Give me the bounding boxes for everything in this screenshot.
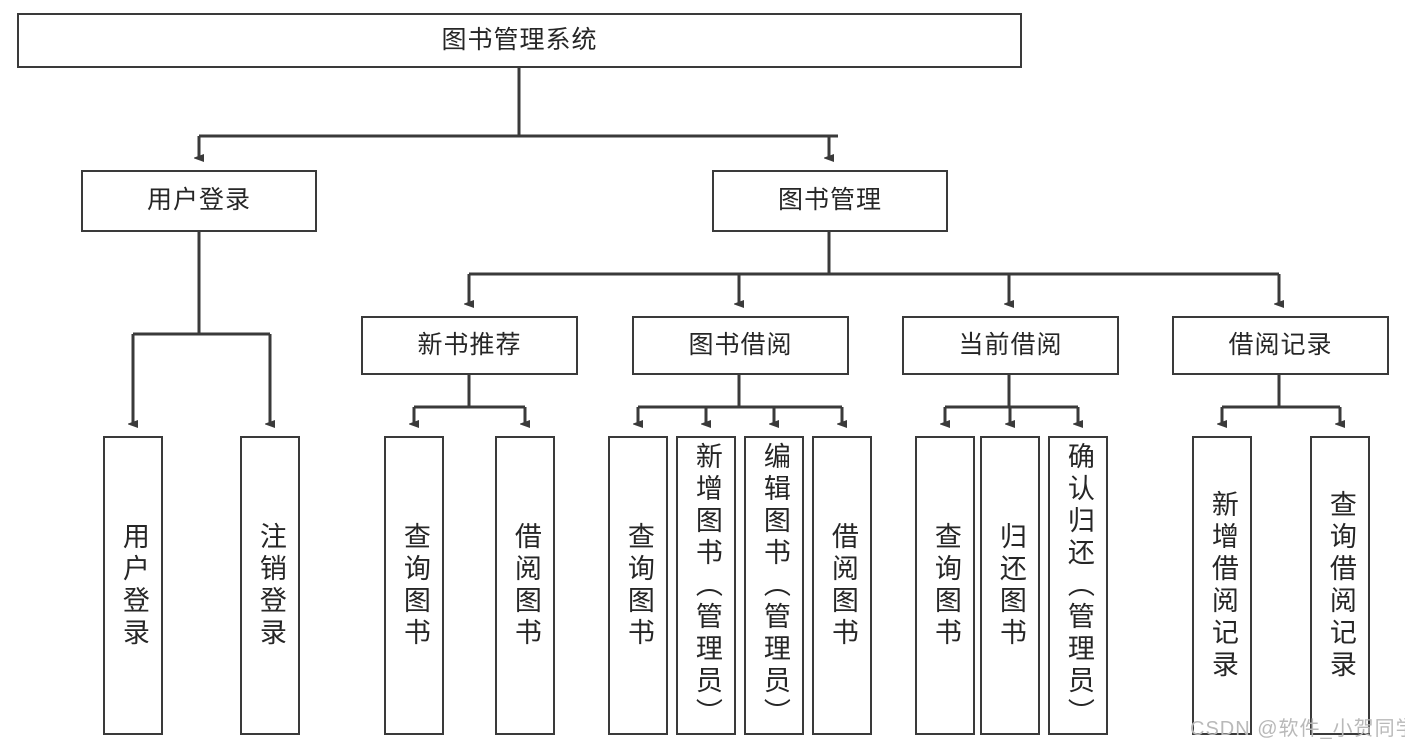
node-leaf-edit-book[interactable]: 编辑图书（管理员） — [744, 436, 804, 735]
node-label: 新增图书（管理员） — [691, 441, 722, 730]
node-label: 确认归还（管理员） — [1063, 441, 1094, 730]
node-leaf-query-book-2[interactable]: 查询图书 — [608, 436, 668, 735]
node-label: 查询图书 — [623, 521, 654, 650]
node-label: 用户登录 — [118, 521, 149, 650]
node-leaf-query-record[interactable]: 查询借阅记录 — [1310, 436, 1370, 735]
node-label: 当前借阅 — [958, 330, 1063, 359]
node-label: 借阅图书 — [827, 521, 858, 650]
node-label: 注销登录 — [255, 521, 286, 650]
node-new-book-recommend[interactable]: 新书推荐 — [361, 316, 578, 375]
node-leaf-borrow-book-2[interactable]: 借阅图书 — [812, 436, 872, 735]
node-leaf-add-book[interactable]: 新增图书（管理员） — [676, 436, 736, 735]
node-label: 编辑图书（管理员） — [759, 441, 790, 730]
node-label: 查询图书 — [399, 521, 430, 650]
node-label: 新增借阅记录 — [1207, 489, 1238, 682]
node-user-login[interactable]: 用户登录 — [81, 170, 317, 232]
node-label: 图书管理 — [777, 186, 882, 215]
node-label: 新书推荐 — [417, 330, 522, 359]
node-leaf-add-record[interactable]: 新增借阅记录 — [1192, 436, 1252, 735]
node-leaf-query-book-1[interactable]: 查询图书 — [384, 436, 444, 735]
node-leaf-borrow-book-1[interactable]: 借阅图书 — [495, 436, 555, 735]
node-label: 查询图书 — [930, 521, 961, 650]
node-label: 用户登录 — [146, 186, 251, 215]
node-borrow-record[interactable]: 借阅记录 — [1172, 316, 1389, 375]
node-label: 归还图书 — [995, 521, 1026, 650]
node-leaf-user-logout[interactable]: 注销登录 — [240, 436, 300, 735]
node-leaf-query-book-3[interactable]: 查询图书 — [915, 436, 975, 735]
node-label: 借阅图书 — [510, 521, 541, 650]
node-book-borrow[interactable]: 图书借阅 — [632, 316, 849, 375]
node-book-manage[interactable]: 图书管理 — [712, 170, 948, 232]
node-leaf-return-book[interactable]: 归还图书 — [980, 436, 1040, 735]
node-label: 借阅记录 — [1228, 330, 1333, 359]
node-root-system[interactable]: 图书管理系统 — [17, 13, 1022, 68]
node-label: 图书管理系统 — [441, 25, 598, 54]
csdn-watermark: CSDN @软件_小贺同学 — [1190, 718, 1405, 740]
node-label: 图书借阅 — [688, 330, 793, 359]
node-leaf-confirm-return[interactable]: 确认归还（管理员） — [1048, 436, 1108, 735]
node-label: 查询借阅记录 — [1325, 489, 1356, 682]
node-current-borrow[interactable]: 当前借阅 — [902, 316, 1119, 375]
node-leaf-user-login[interactable]: 用户登录 — [103, 436, 163, 735]
